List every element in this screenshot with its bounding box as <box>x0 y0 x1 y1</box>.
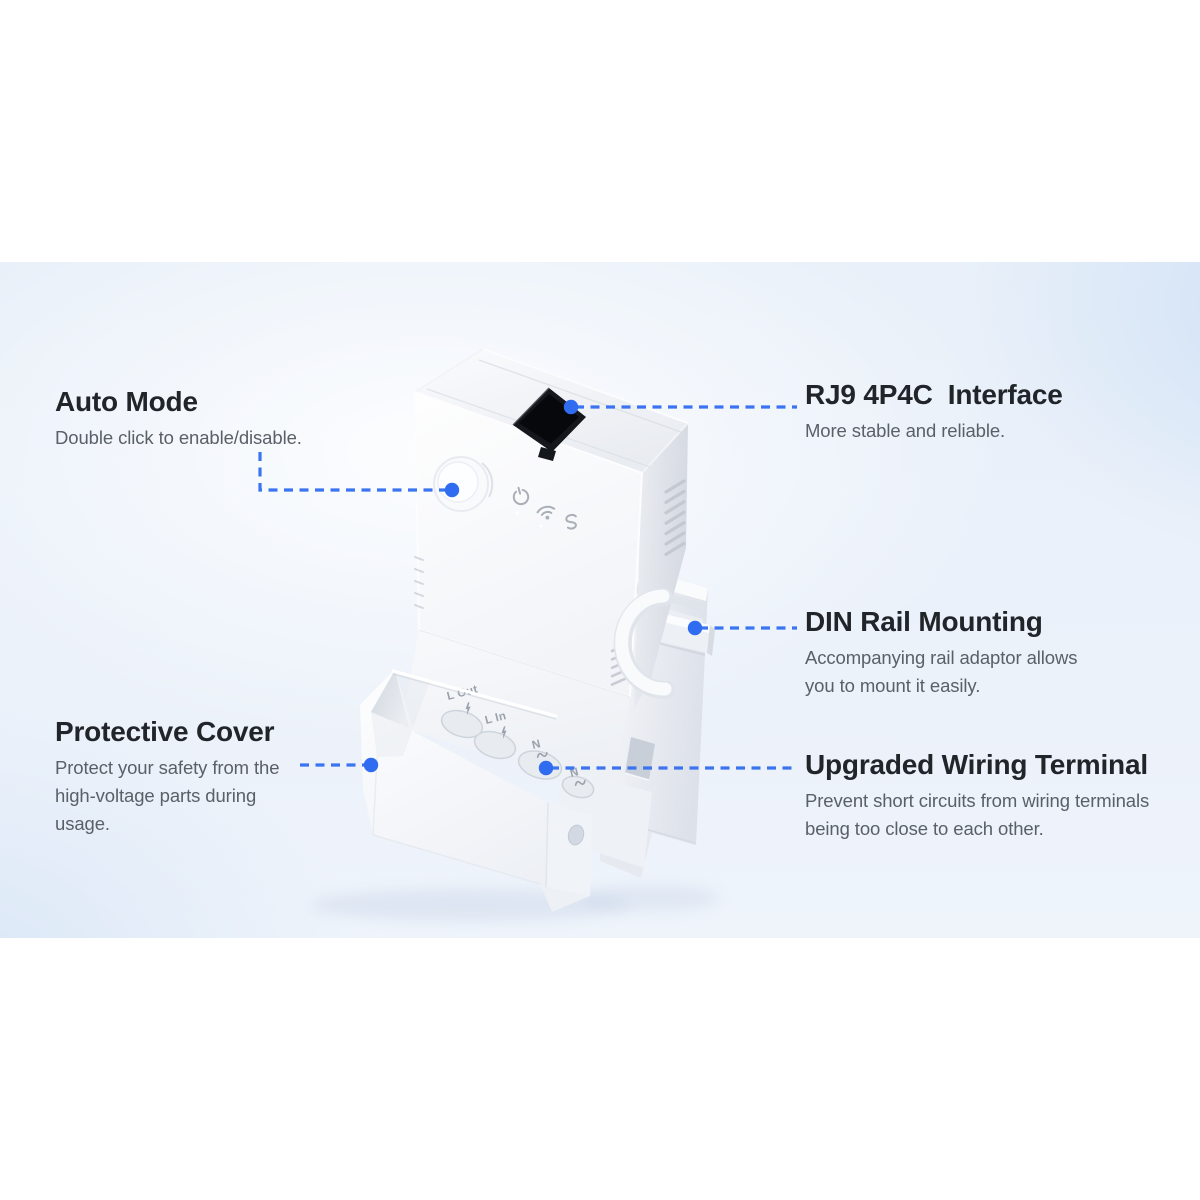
screw-hole <box>567 824 585 846</box>
callout-title: RJ9 4P4C Interface <box>805 379 1063 410</box>
din-rail-clamp <box>613 588 675 700</box>
left-edge-ridges <box>414 556 424 609</box>
callout-description: Protect your safety from the high-voltag… <box>55 757 280 834</box>
terminal-hole <box>561 775 595 799</box>
power-icon <box>512 486 530 506</box>
callout-title: Upgraded Wiring Terminal <box>805 749 1148 780</box>
callout-rj9: RJ9 4P4C Interface More stable and relia… <box>805 378 1063 445</box>
callout-title: DIN Rail Mounting <box>805 606 1043 637</box>
lightning-icon <box>465 702 471 716</box>
body-side-face <box>634 423 688 708</box>
led-dot <box>539 524 543 528</box>
leader-dot-din-rail <box>687 620 703 636</box>
callout-description: Prevent short circuits from wiring termi… <box>805 790 1150 839</box>
ground-shadow <box>580 885 720 911</box>
leader-dot-rj9 <box>563 399 579 415</box>
cover-inner-wall <box>371 670 409 728</box>
leader-dot-wiring-terminal <box>538 760 554 776</box>
load-icon <box>574 779 586 786</box>
led-dot <box>515 511 519 515</box>
terminal-hole <box>473 730 517 760</box>
terminal-label: L In <box>484 710 508 727</box>
lightning-icon <box>501 726 507 740</box>
callout-description: Accompanying rail adaptor allows you to … <box>805 647 1078 696</box>
device-body <box>401 348 689 795</box>
leader-lines <box>258 399 797 776</box>
leader-dot-auto-mode <box>444 482 460 498</box>
protective-cover <box>360 669 592 912</box>
cover-rim <box>391 669 558 718</box>
wifi-icon <box>536 505 556 520</box>
load-icon <box>536 751 548 758</box>
callout-din-rail: DIN Rail Mounting Accompanying rail adap… <box>805 605 1077 700</box>
callout-protective-cover: Protective Cover Protect your safety fro… <box>55 715 280 838</box>
callout-description: More stable and reliable. <box>805 420 1006 441</box>
cover-flange <box>546 803 592 896</box>
callout-title: Auto Mode <box>55 386 198 417</box>
terminal-hole <box>440 709 484 739</box>
terminal-block <box>401 630 630 795</box>
callout-auto-mode: Auto Mode Double click to enable/disable… <box>55 385 302 452</box>
callout-description: Double click to enable/disable. <box>55 427 302 448</box>
terminal-label: N <box>531 738 542 752</box>
terminal-label: N <box>569 766 580 780</box>
leader-dot-protective-cover <box>363 757 379 773</box>
status-icons <box>512 486 577 530</box>
leader-line-auto-mode <box>258 452 448 492</box>
ewelink-icon <box>565 514 577 530</box>
vent-slits-upper <box>664 479 686 556</box>
callout-wiring-terminal: Upgraded Wiring Terminal Prevent short c… <box>805 748 1149 843</box>
callout-title: Protective Cover <box>55 716 275 747</box>
